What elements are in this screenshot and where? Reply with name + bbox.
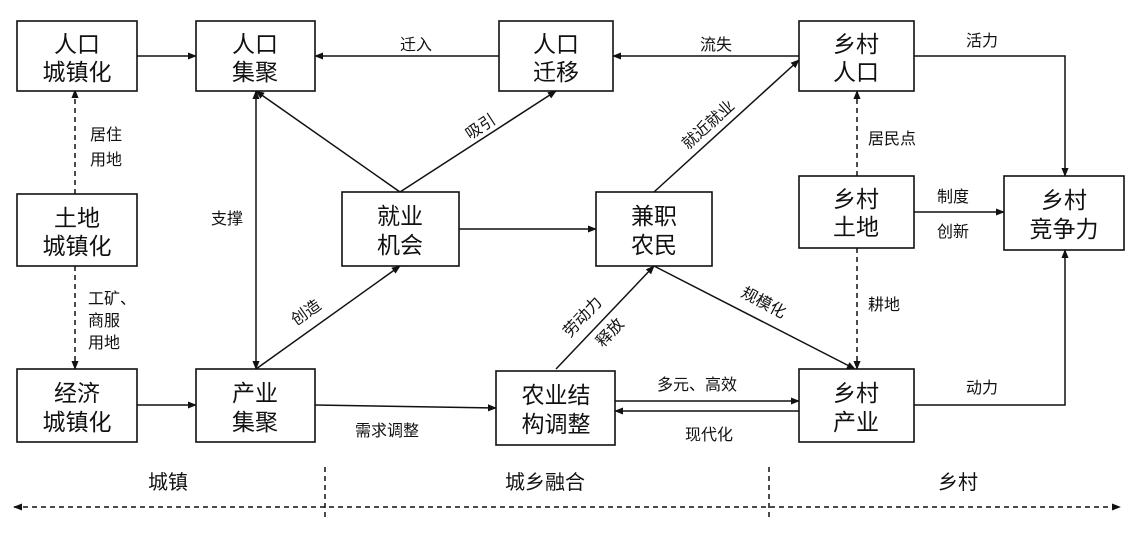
label-dongli: 动力 [966, 378, 998, 397]
region-bar: 城镇 城乡融合 乡村 [13, 467, 1121, 520]
node-pop-urban: 人口 城镇化 [16, 20, 138, 92]
node-pop-migr-line1: 人口 [533, 32, 579, 58]
label-xiandaihua: 现代化 [685, 425, 733, 444]
region-label-urban: 城镇 [148, 470, 188, 494]
node-ind-cluster: 产业 集聚 [195, 368, 316, 443]
node-ind-cluster-line1: 产业 [232, 381, 278, 407]
edge-jobs-to-pop-migr [399, 90, 557, 193]
node-pop-cluster-line1: 人口 [232, 32, 278, 58]
nodes: 人口 城镇化 人口 集聚 人口 迁移 乡村 人口 土地 城镇化 就业 机会 [16, 20, 1125, 446]
edge-rural-pop-to-rural-comp [914, 55, 1069, 177]
node-part-farmer: 兼职 农民 [595, 191, 713, 267]
node-pop-migr: 人口 迁移 [498, 20, 614, 92]
node-pop-urban-line2: 城镇化 [43, 60, 112, 86]
region-label-fusion: 城乡融合 [505, 470, 585, 494]
node-rural-land: 乡村 土地 [798, 175, 915, 249]
node-jobs-line2: 机会 [377, 233, 423, 259]
node-jobs-line1: 就业 [377, 204, 423, 230]
node-rural-ind-line2: 产业 [833, 410, 879, 436]
edges [71, 52, 1069, 415]
label-xuqiu: 需求调整 [355, 421, 419, 440]
node-rural-comp: 乡村 竞争力 [1003, 175, 1125, 251]
label-chuangxin: 创新 [937, 222, 969, 241]
node-part-farmer-line1: 兼职 [631, 204, 677, 230]
node-rural-comp-line1: 乡村 [1041, 188, 1087, 214]
node-econ-urban-line1: 经济 [54, 381, 100, 407]
edge-agri-adjust-to-part-farmer [555, 265, 655, 370]
node-pop-urban-line1: 人口 [54, 32, 100, 58]
label-guimohua: 规模化 [738, 283, 789, 322]
label-huoli: 活力 [966, 31, 998, 50]
node-rural-pop-line2: 人口 [833, 60, 879, 86]
label-juzhu-1: 居住 [90, 125, 122, 144]
label-qianru: 迁入 [400, 35, 432, 54]
label-gongkuang-3: 用地 [88, 333, 120, 352]
node-agri-adjust: 农业结 构调整 [495, 370, 616, 446]
node-rural-land-line2: 土地 [833, 215, 879, 241]
label-gongkuang-1: 工矿、 [88, 289, 136, 308]
node-agri-adjust-line2: 构调整 [522, 412, 591, 438]
node-rural-ind-line1: 乡村 [833, 381, 879, 407]
node-part-farmer-line2: 农民 [631, 233, 677, 259]
label-jumindian: 居民点 [868, 129, 916, 148]
node-rural-pop-line1: 乡村 [833, 32, 879, 58]
edge-ind-cluster-to-agri-adjust [314, 404, 497, 412]
label-duoyuan: 多元、高效 [657, 375, 737, 394]
label-zhidu: 制度 [937, 187, 969, 206]
label-xiyin: 吸引 [462, 110, 499, 143]
edge-rural-ind-to-rural-comp [914, 249, 1069, 406]
node-pop-cluster: 人口 集聚 [195, 20, 316, 92]
node-rural-land-line1: 乡村 [833, 187, 879, 213]
node-land-urban-line1: 土地 [54, 206, 100, 232]
label-liushi: 流失 [700, 35, 732, 54]
node-agri-adjust-line1: 农业结 [522, 383, 591, 409]
label-juzhu-2: 用地 [90, 150, 122, 169]
node-pop-cluster-line2: 集聚 [232, 60, 278, 86]
node-econ-urban: 经济 城镇化 [16, 368, 138, 443]
node-land-urban: 土地 城镇化 [16, 193, 138, 267]
edge-jobs-to-pop-cluster [255, 90, 401, 193]
edge-part-farmer-to-rural-pop [653, 59, 800, 193]
edge-ind-cluster-to-jobs [255, 265, 401, 370]
region-label-rural: 乡村 [938, 470, 978, 494]
node-econ-urban-line2: 城镇化 [43, 410, 112, 436]
node-ind-cluster-line2: 集聚 [232, 410, 278, 436]
node-land-urban-line2: 城镇化 [43, 234, 112, 260]
node-jobs: 就业 机会 [341, 191, 460, 267]
node-rural-comp-line2: 竞争力 [1030, 217, 1099, 243]
label-zhicheng: 支撑 [211, 209, 243, 228]
node-rural-pop: 乡村 人口 [798, 20, 915, 92]
node-rural-ind: 乡村 产业 [798, 368, 915, 443]
node-pop-migr-line2: 迁移 [533, 60, 579, 86]
label-gongkuang-2: 商服 [88, 311, 120, 330]
label-gengdi: 耕地 [868, 295, 900, 314]
edge-part-farmer-to-rural-ind [653, 265, 856, 370]
label-shifang: 释放 [592, 314, 628, 350]
